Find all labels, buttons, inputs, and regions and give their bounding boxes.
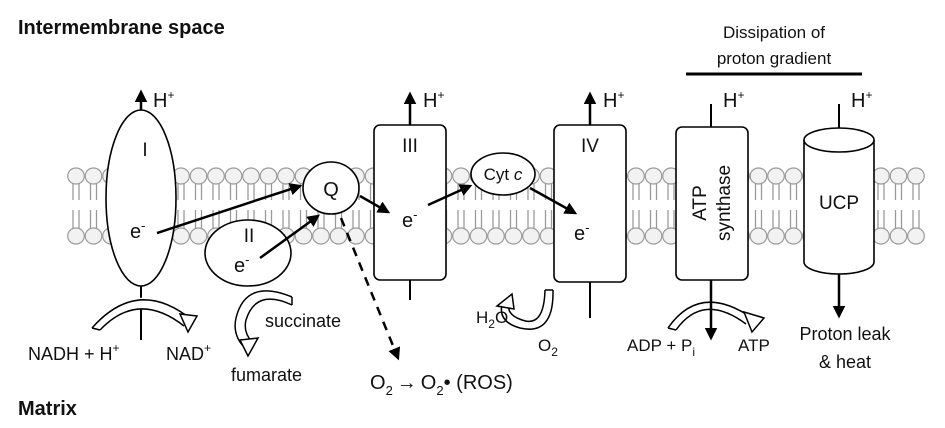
electron-arrow-cytc-to-iv [529, 186, 578, 215]
atp-synthase [675, 126, 749, 281]
lipid-head [259, 167, 278, 185]
lipid-head [84, 167, 103, 185]
complex-i-label: I [142, 140, 147, 161]
complex-ii-label: II [244, 226, 255, 247]
dissipation-label-line2: proton gradient [717, 49, 832, 68]
nad-label: NAD+ [166, 341, 211, 364]
complex-iv-electron: e- [574, 220, 589, 245]
lipid-head [627, 167, 645, 185]
nadh-label: NADH + H+ [28, 341, 120, 364]
lipid-head [189, 167, 208, 185]
complex-iii [373, 124, 447, 281]
lipid-head [767, 167, 785, 185]
lipid-head [84, 227, 103, 245]
lipid-head [172, 227, 190, 245]
electron-arrow-q-to-iii [359, 194, 391, 214]
lipid-head [487, 227, 505, 245]
electron-arrow-iii-to-cytc [427, 184, 473, 207]
lipid-head [277, 167, 295, 185]
lipid-head [452, 227, 470, 245]
atp-synthase-label: ATP synthase [690, 165, 735, 241]
ucp-label: UCP [819, 193, 859, 214]
lipid-head [189, 227, 208, 245]
lipid-head [504, 227, 523, 245]
fumarate-label: fumarate [231, 365, 302, 385]
lipid-head [644, 167, 663, 185]
lipid-head [347, 227, 365, 245]
atp-curved-arrow [667, 301, 753, 329]
water-label: H2O [476, 308, 508, 331]
complex-iii-proton-label: H+ [423, 88, 444, 112]
succinate-curved-arrow-head [238, 337, 260, 358]
complex-ii-electron: e- [234, 252, 249, 277]
electron-arrow-i-to-q [156, 183, 303, 235]
proton-leak-label-line2: & heat [819, 352, 871, 372]
complex-i [105, 109, 177, 287]
nadh-curved-arrow-body [92, 297, 192, 330]
lipid-head [872, 227, 890, 245]
atp-product-label: ATP [738, 336, 770, 355]
lipid-head [644, 227, 663, 245]
ucp-cylinder-body [803, 140, 875, 275]
lipid-head [224, 167, 243, 185]
matrix-label: Matrix [18, 398, 77, 420]
cytochrome-c [470, 152, 536, 196]
lipid-head [627, 227, 645, 245]
lipid-head [469, 227, 488, 245]
lipid-head [67, 167, 85, 185]
lipid-head [312, 227, 330, 245]
lipid-head [67, 227, 85, 245]
lipid-head [749, 227, 768, 245]
succinate-curved-arrow [234, 290, 293, 350]
water-curved-arrow-head [495, 292, 515, 310]
complex-iii-electron: e- [402, 207, 417, 232]
lipid-head [749, 167, 768, 185]
lipid-head [889, 227, 908, 245]
lipid-head [889, 167, 908, 185]
lipid-head [907, 167, 925, 185]
lipid-head [907, 227, 925, 245]
atp-curved-arrow-head [742, 310, 766, 334]
complex-i-electron: e- [130, 218, 145, 243]
complex-iv-label: IV [581, 136, 599, 157]
lipid-head [207, 167, 225, 185]
lipid-head [329, 227, 348, 245]
cytochrome-c-label: Cyt c [484, 165, 523, 184]
lipid-head [522, 227, 540, 245]
adp-pi-label: ADP + Pi [627, 336, 695, 359]
ubiquinone-q [302, 161, 360, 215]
lipid-head [784, 167, 803, 185]
nadh-curved-arrow-head [178, 313, 199, 334]
dissipation-label-line1: Dissipation of [723, 23, 825, 42]
electron-arrow-ii-to-q [259, 214, 321, 260]
proton-leak-label-line1: Proton leak [799, 324, 891, 344]
oxygen-label: O2 [538, 336, 558, 359]
ros-equation: O2→O2• (ROS) [370, 372, 513, 398]
ucp-proton-label: H+ [851, 88, 872, 112]
svg-text:synthase: synthase [714, 165, 735, 241]
complex-iv [553, 124, 627, 283]
ucp-cylinder-top [803, 127, 875, 153]
lipid-head [784, 227, 803, 245]
lipid-head [452, 167, 470, 185]
svg-text:ATP: ATP [690, 185, 711, 221]
lipid-head [242, 167, 260, 185]
complex-ii [204, 219, 292, 287]
atp-synthase-proton-label: H+ [723, 88, 744, 112]
lipid-head [767, 227, 785, 245]
complex-iii-label: III [402, 136, 418, 157]
complex-i-proton-label: H+ [153, 88, 174, 112]
lipid-head [872, 167, 890, 185]
complex-iv-proton-label: H+ [603, 88, 624, 112]
ubiquinone-label: Q [323, 179, 339, 201]
succinate-label: succinate [265, 311, 341, 331]
intermembrane-space-label: Intermembrane space [18, 17, 225, 39]
